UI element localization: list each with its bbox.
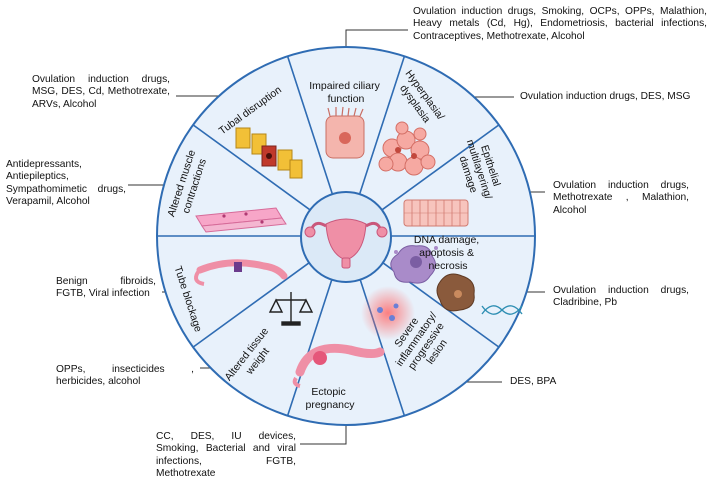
causes-epithelial: Ovulation induction drugs, Methotrexate … (553, 180, 689, 216)
causes-tube-blockage: Benign fibroids, FGTB, Viral infection (56, 276, 156, 300)
ectopic-tube-icon (292, 343, 385, 388)
causes-altered-weight: OPPs, insecticides , herbicides, alcohol (56, 364, 194, 388)
wheel-spoke (286, 278, 333, 416)
wheel-spoke (359, 56, 406, 194)
disrupted-epithelium-icon (235, 127, 303, 179)
ciliated-cell-icon (325, 106, 365, 159)
illustrations (194, 106, 523, 388)
inflammation-icon (361, 286, 415, 340)
hyperplasia-cluster-icon (378, 121, 436, 176)
label-impaired-ciliary: Impaired ciliary function (309, 80, 383, 105)
uterus-icon (304, 218, 388, 269)
muscle-fiber-icon (195, 207, 287, 233)
epithelial-layer-icon (403, 199, 469, 227)
wheel-spoke (381, 124, 500, 211)
wheel-spoke (286, 56, 333, 194)
dna-helix-icon (481, 305, 523, 315)
wheel-spoke (192, 124, 311, 211)
blocked-tube-icon (194, 259, 288, 286)
causes-hyperplasia: Ovulation induction drugs, DES, MSG (520, 91, 691, 102)
causes-muscle: Antidepressants, Antiepileptics, Sympath… (6, 159, 126, 208)
causes-ciliary: Ovulation induction drugs, Smoking, OCPs… (413, 6, 707, 42)
weighing-scale-icon (268, 292, 314, 326)
leader-top-right (345, 29, 408, 47)
apoptotic-cell-icon (390, 245, 438, 284)
causes-tubal: Ovulation induction drugs, MSG, DES, Cd,… (32, 74, 170, 110)
causes-severe: DES, BPA (510, 376, 557, 387)
wheel-spokes (157, 56, 535, 416)
wheel-spoke (192, 261, 311, 348)
causes-ectopic: CC, DES, IU devices, Smoking, Bacterial … (156, 431, 296, 480)
label-dna-damage: DNA damage, apoptosis & necrosis (414, 234, 482, 272)
causes-dna: Ovulation induction drugs, Cladribine, P… (553, 285, 689, 309)
necrotic-cell-icon (436, 273, 475, 312)
leader-ectopic (300, 423, 347, 445)
label-ectopic: Ectopic pregnancy (305, 386, 355, 411)
